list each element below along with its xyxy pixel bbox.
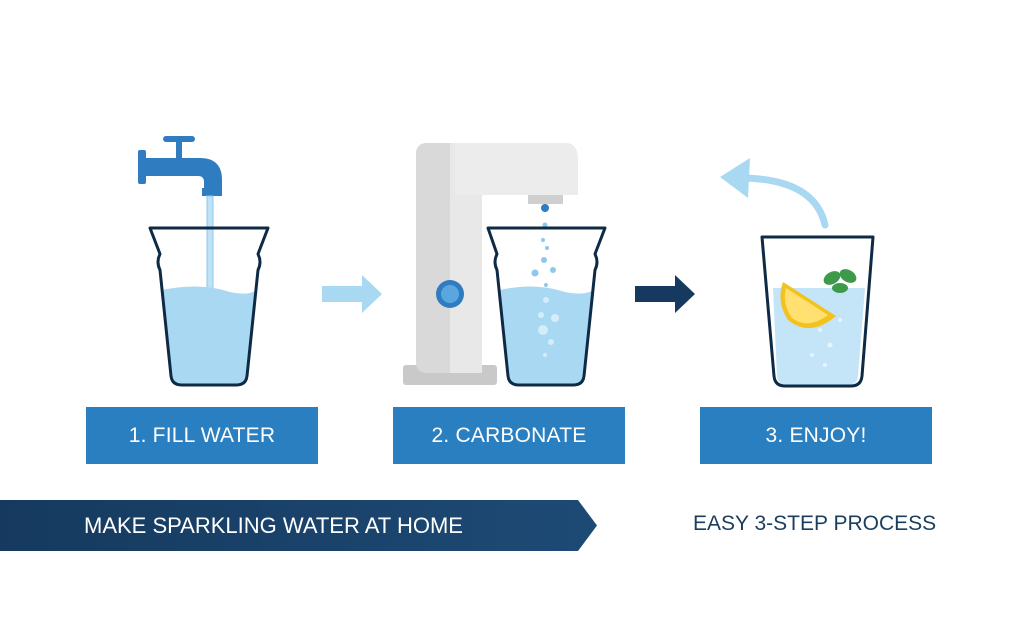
glass-1 [148, 226, 270, 387]
glass-3 [760, 235, 875, 388]
bubbles [531, 222, 556, 287]
step-3-label: 3. ENJOY! [700, 407, 932, 464]
curved-arrow-icon [720, 158, 829, 229]
soda-machine-icon [403, 143, 578, 385]
step-2-label: 2. CARBONATE [393, 407, 625, 464]
arrow-icon [635, 275, 695, 313]
lemon-icon [780, 282, 836, 329]
step-1-label: 1. FILL WATER [86, 407, 318, 464]
mint-icon [823, 269, 857, 293]
title-banner: MAKE SPARKLING WATER AT HOME [0, 500, 597, 551]
banner-title: MAKE SPARKLING WATER AT HOME [84, 512, 463, 538]
faucet-icon [138, 136, 222, 196]
glass-2 [486, 226, 607, 387]
arrow-icon [322, 275, 382, 313]
tagline: EASY 3-STEP PROCESS [693, 512, 937, 535]
